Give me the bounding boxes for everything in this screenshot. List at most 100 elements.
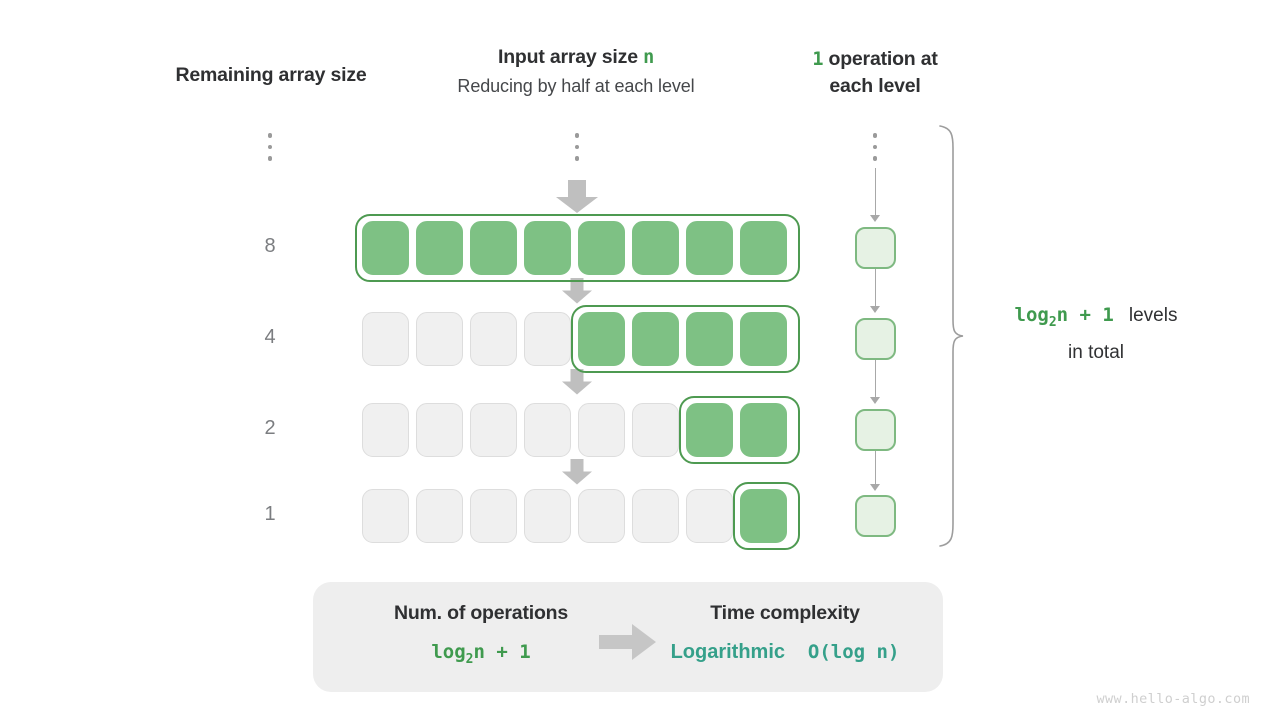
array-cell bbox=[686, 403, 733, 457]
split-arrow-icon-3 bbox=[562, 459, 592, 485]
operation-connector-0 bbox=[874, 168, 877, 218]
array-cell bbox=[362, 403, 409, 457]
ellipsis-operation-column bbox=[868, 133, 882, 161]
header-operation-line2: each level bbox=[829, 75, 921, 97]
array-cell bbox=[740, 403, 787, 457]
dot-icon bbox=[872, 144, 878, 149]
array-cell bbox=[524, 221, 571, 275]
dot-icon bbox=[574, 133, 580, 138]
split-arrow-icon-2 bbox=[562, 369, 592, 395]
levels-formula-rest: n + 1 bbox=[1056, 304, 1114, 326]
header-input-variable: n bbox=[643, 47, 655, 68]
array-cell bbox=[578, 312, 625, 366]
header-operation-count: 1 bbox=[812, 49, 824, 70]
array-row-3 bbox=[362, 482, 800, 550]
array-cell bbox=[686, 489, 733, 543]
summary-complexity-code: O(log n) bbox=[807, 641, 900, 663]
arrow-head-icon-3 bbox=[870, 484, 880, 491]
row-size-label-1: 4 bbox=[264, 326, 276, 348]
dot-icon bbox=[267, 133, 273, 138]
row-size-label-0: 8 bbox=[264, 235, 276, 257]
levels-note-line2: in total bbox=[1068, 341, 1124, 363]
levels-formula: log2n + 1 bbox=[1014, 304, 1114, 330]
dot-icon bbox=[872, 133, 878, 138]
array-cell bbox=[524, 403, 571, 457]
dot-icon bbox=[574, 144, 580, 149]
operation-connector-1 bbox=[874, 269, 877, 309]
array-cell bbox=[416, 312, 463, 366]
levels-formula-log: log bbox=[1014, 304, 1049, 326]
dot-icon bbox=[574, 156, 580, 161]
array-cell bbox=[740, 221, 787, 275]
arrow-head-icon-1 bbox=[870, 306, 880, 313]
array-cell bbox=[470, 312, 517, 366]
array-cell bbox=[524, 312, 571, 366]
operation-box-1 bbox=[855, 318, 896, 360]
summary-complexity-word: Logarithmic bbox=[670, 641, 786, 663]
header-remaining-array-size: Remaining array size bbox=[175, 64, 367, 86]
summary-complexity-column: Time complexity Logarithmic O(log n) bbox=[649, 602, 921, 664]
header-operation-line1: operation at bbox=[823, 48, 938, 70]
header-input-subtitle: Reducing by half at each level bbox=[457, 76, 695, 96]
arrow-head-icon-0 bbox=[870, 215, 880, 222]
array-cell bbox=[362, 312, 409, 366]
summary-operations-rest: n + 1 bbox=[473, 641, 531, 663]
highlight-box-row-3 bbox=[733, 482, 800, 550]
summary-operations-log: log bbox=[431, 641, 466, 663]
array-cell bbox=[470, 221, 517, 275]
row-size-label-3: 1 bbox=[264, 503, 276, 525]
operation-box-0 bbox=[855, 227, 896, 269]
watermark: www.hello-algo.com bbox=[1096, 691, 1250, 707]
array-cell bbox=[416, 403, 463, 457]
operation-connector-3 bbox=[874, 451, 877, 487]
array-cell bbox=[740, 312, 787, 366]
array-cell bbox=[416, 221, 463, 275]
ellipsis-left-column bbox=[263, 133, 277, 161]
array-cell bbox=[416, 489, 463, 543]
ellipsis-middle-column bbox=[570, 133, 584, 161]
array-cell bbox=[686, 312, 733, 366]
array-cell bbox=[470, 489, 517, 543]
array-cell bbox=[632, 403, 679, 457]
array-cell bbox=[578, 403, 625, 457]
operation-box-2 bbox=[855, 409, 896, 451]
array-cell bbox=[362, 221, 409, 275]
levels-total-note: log2n + 1 levels in total bbox=[976, 300, 1216, 368]
summary-operations-base: 2 bbox=[465, 651, 474, 667]
operation-connector-2 bbox=[874, 360, 877, 400]
dot-icon bbox=[267, 144, 273, 149]
levels-brace-icon bbox=[939, 125, 964, 547]
highlight-box-row-1 bbox=[571, 305, 800, 373]
summary-complexity-title: Time complexity bbox=[710, 602, 860, 624]
array-cell bbox=[470, 403, 517, 457]
split-arrow-icon-1 bbox=[562, 278, 592, 304]
array-cell bbox=[632, 489, 679, 543]
array-cell bbox=[686, 221, 733, 275]
array-cell bbox=[632, 312, 679, 366]
array-cell bbox=[362, 489, 409, 543]
summary-operations-column: Num. of operations log2n + 1 bbox=[341, 602, 621, 667]
right-arrow-icon bbox=[599, 624, 656, 660]
highlight-box-row-0 bbox=[355, 214, 800, 282]
array-cell bbox=[632, 221, 679, 275]
levels-formula-base: 2 bbox=[1048, 314, 1057, 330]
array-cell bbox=[740, 489, 787, 543]
header-input-title-text: Input array size bbox=[497, 46, 644, 68]
operation-box-3 bbox=[855, 495, 896, 537]
array-cell bbox=[578, 489, 625, 543]
highlight-box-row-2 bbox=[679, 396, 800, 464]
row-size-label-2: 2 bbox=[264, 417, 276, 439]
split-arrow-icon-0 bbox=[556, 180, 598, 213]
summary-operations-title: Num. of operations bbox=[393, 602, 569, 624]
summary-complexity-value: Logarithmic O(log n) bbox=[649, 641, 921, 664]
array-row-2 bbox=[362, 396, 800, 464]
header-operations-per-level: 1 operation at each level bbox=[782, 46, 968, 99]
summary-panel: Num. of operations log2n + 1 Time comple… bbox=[313, 582, 943, 692]
array-cell bbox=[524, 489, 571, 543]
summary-operations-value: log2n + 1 bbox=[341, 641, 621, 667]
dot-icon bbox=[872, 156, 878, 161]
arrow-head-icon-2 bbox=[870, 397, 880, 404]
dot-icon bbox=[267, 156, 273, 161]
header-input-array-size: Input array size n Reducing by half at e… bbox=[400, 46, 752, 97]
